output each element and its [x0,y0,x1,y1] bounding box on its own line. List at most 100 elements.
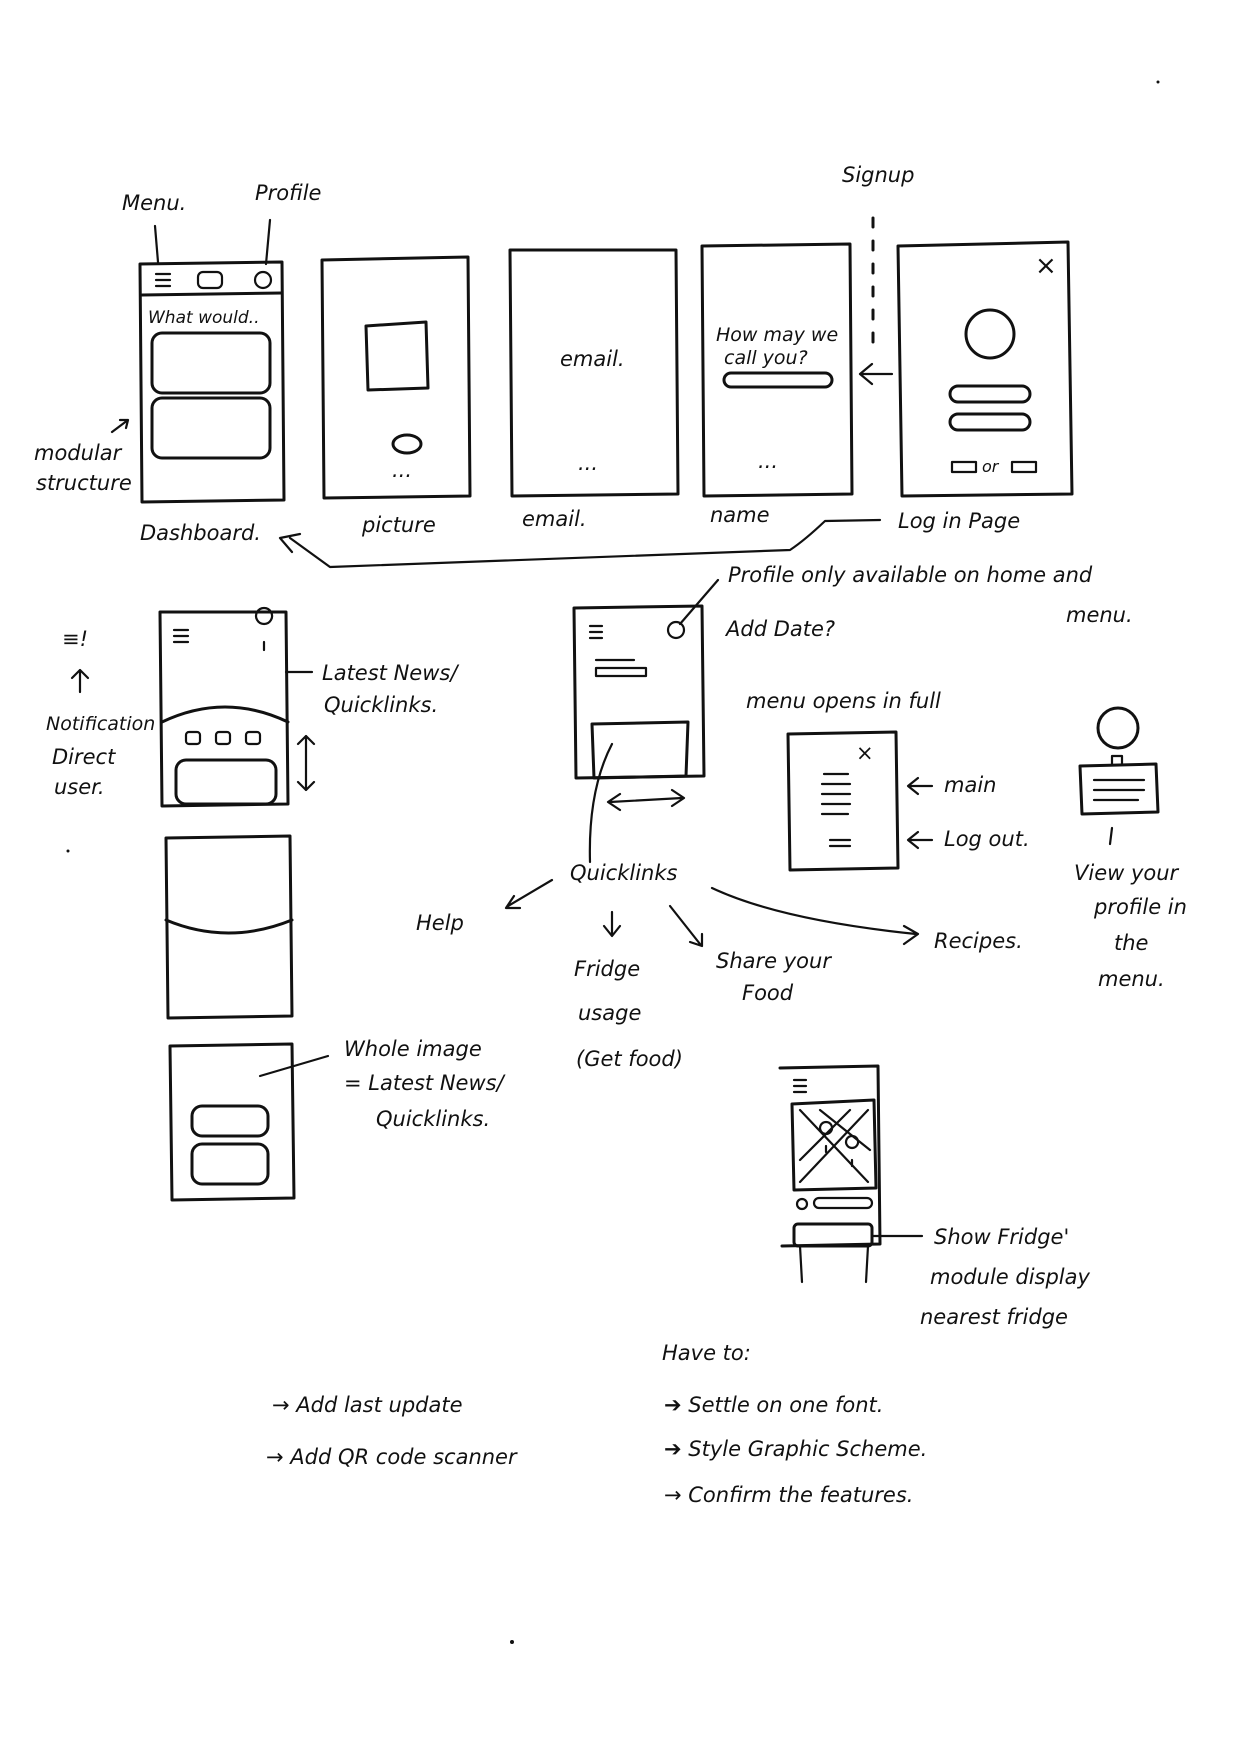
view-profile-line-1: View your [1074,861,1180,885]
quicklink-icon-2 [214,730,232,746]
recipes-node: Recipes. [934,929,1023,953]
todo-right-item-1: ➔ Settle on one font. [664,1393,883,1417]
name-dots: ... [758,449,778,473]
fridge-note-line-3: nearest fridge [920,1305,1068,1329]
logo-placeholder-icon [196,270,224,290]
dashboard-phone-sketch: Menu. Profile What would.. modular struc… [34,181,321,545]
quicklink-icon-3 [244,730,262,746]
notification-arrow-up [70,668,90,694]
hamburger-menu-icon [154,272,172,288]
name-phone-frame [700,242,854,498]
picture-button [391,433,423,455]
email-phone-frame [508,248,680,498]
profile-in-menu-sketch: View your profile in the menu. [1074,706,1187,991]
full-menu-frame [786,730,900,872]
dashboard-module-card-2 [150,396,272,460]
fridge-note-line-1: Show Fridge' [934,1225,1069,1249]
login-to-dashboard-arrow [278,518,882,569]
todo-left-item-2: → Add QR code scanner [266,1445,518,1469]
structure-annotation: structure [36,471,132,495]
login-caption: Log in Page [898,509,1020,533]
fridge-node: Fridge [574,957,640,981]
menu-pointer-line [153,224,160,264]
variant-c-button-1 [190,1104,270,1138]
profile-pointer-line [1108,826,1114,846]
user-annotation: user. [54,775,105,799]
arrow-to-main [906,776,934,796]
name-phone-sketch: How may we call you? ... name [700,242,854,527]
quicklinks-node: Quicklinks [570,861,678,885]
profile-circle-icon [253,270,273,290]
menu-opens-annotation: menu opens in full [746,689,941,713]
quicklinks-annotation: Quicklinks. [324,693,438,717]
login-password-field [948,412,1032,432]
scroll-vertical-arrow [296,734,316,792]
direct-annotation: Direct [52,745,116,769]
whole-image-quicklinks-annotation: Quicklinks. [376,1107,490,1131]
share-food-node: Food [742,981,794,1005]
todo-notes: → Add last update → Add QR code scanner … [266,1341,927,1507]
map-roads [798,1108,872,1184]
login-avatar-circle [964,308,1016,360]
dashboard-variants: ≡! Notification Direct user. Latest News… [46,606,506,1202]
profile-annotation: Profile [255,181,321,205]
view-profile-line-3: the [1114,931,1148,955]
profile-avatar-circle [1096,706,1140,750]
map-search-icon [795,1197,809,1211]
home-phone-frame [572,604,706,780]
logout-annotation: Log out. [944,827,1030,851]
dashboard-caption: Dashboard. [140,521,261,545]
center-home-sketch: Profile only available on home and menu.… [416,563,1133,1071]
menu-annotation: Menu. [122,191,186,215]
profile-note-pointer [678,578,720,626]
arrow-to-recipes [710,886,920,946]
menu-main-lines [820,772,852,816]
home-quicklinks-card [590,720,690,780]
name-input-field [722,371,834,389]
login-username-field [948,384,1032,404]
email-phone-sketch: email. ... email. [508,248,680,531]
todo-right-item-3: → Confirm the features. [664,1483,913,1507]
modular-arrow [110,418,130,434]
how-may-we-text: How may we [716,324,838,346]
email-dots: ... [578,451,598,475]
picture-square-placeholder [364,320,430,392]
email-caption: email. [522,507,587,531]
picture-dots: ... [392,458,412,482]
variant-a-location-pin-icon [255,606,274,652]
profile-card-lines [1092,778,1146,802]
share-node: Share your [716,949,832,973]
menu-logout-lines [828,838,852,848]
picture-phone-sketch: ... picture [320,255,472,537]
login-or-text: or [982,457,1000,476]
login-option-button-2 [1010,460,1038,474]
dashboard-phone-frame [138,260,286,504]
profile-pointer-line [264,218,272,266]
profile-note-line-1: Profile only available on home and [728,563,1093,587]
signup-connector: Signup [842,163,914,386]
fridge-usage-node: usage [578,1001,641,1025]
whole-image-equals-annotation: = Latest News/ [344,1071,506,1095]
arrow-to-fridge [602,910,622,938]
arrow-to-logout [906,830,934,850]
fridge-module-card [792,1222,874,1248]
name-caption: name [710,503,770,527]
full-menu-sketch: menu opens in full × main Log out. [746,689,1030,872]
map-pin-icon-1 [818,1120,834,1154]
profile-note-line-2: menu. [1066,603,1133,627]
variant-b-curve-divider [164,918,294,935]
home-date-lines [594,658,648,678]
profile-card-tab [1110,754,1124,766]
paper-speck [510,1640,514,1644]
map-phone-bottom-edges [798,1244,870,1284]
dashboard-variant-a-frame [158,610,290,808]
get-food-node: (Get food) [576,1047,683,1071]
whole-image-annotation: Whole image [344,1037,482,1061]
arrow-to-share [668,904,704,948]
close-icon: × [1035,251,1057,281]
profile-card-frame [1078,762,1160,816]
login-phone-frame [896,240,1074,498]
variant-a-module-card [174,758,278,806]
